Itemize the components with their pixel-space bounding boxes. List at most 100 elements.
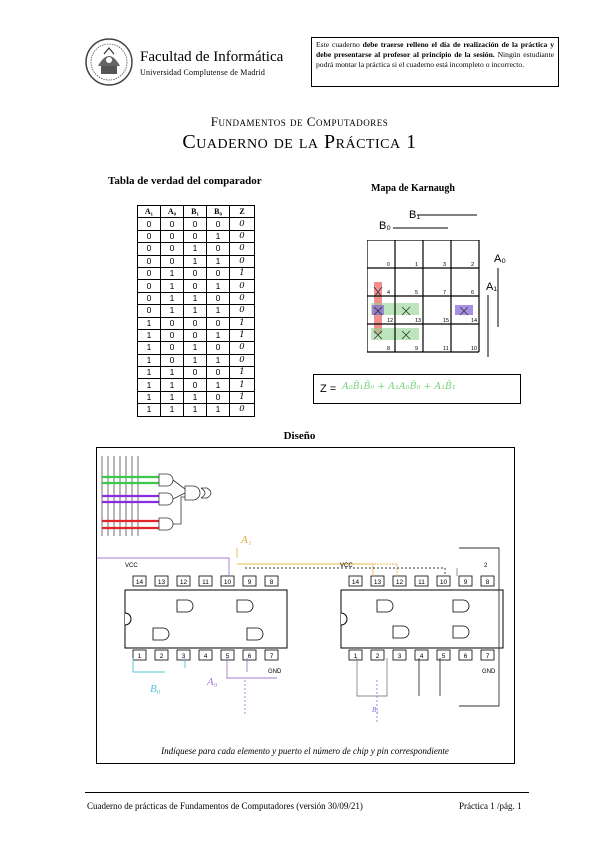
chip-pin-number: 8 <box>270 579 274 586</box>
group-purple-b <box>455 305 473 315</box>
z-expression: A₀B̄₁B̄₀ + A₁A₀B̄₀ + A₁B̄₁ <box>342 381 456 392</box>
chip-pin-number: 7 <box>486 653 490 660</box>
truth-z-cell: 1 <box>229 266 255 281</box>
chip-pin <box>348 575 363 587</box>
truth-cell: 0 <box>206 217 230 231</box>
truth-z-cell: 0 <box>229 217 255 231</box>
truth-cell: 1 <box>206 254 230 268</box>
kmap-cell-number: 14 <box>471 318 477 324</box>
truth-cell: 0 <box>160 353 184 368</box>
hand-label-b0: B₀ <box>150 683 161 695</box>
truth-cell: 1 <box>160 279 184 293</box>
truth-cell: 0 <box>206 242 230 256</box>
chip-pin <box>458 649 473 661</box>
truth-cell: 1 <box>137 353 161 368</box>
truth-cell: 0 <box>137 266 161 281</box>
truth-cell: 1 <box>160 291 184 306</box>
chip-pin-number: 8 <box>486 579 490 586</box>
chip-pin <box>480 649 495 661</box>
truth-cell: 1 <box>160 378 184 392</box>
label-b0: B₀ <box>379 220 391 232</box>
chip-pin-number: 11 <box>202 579 209 586</box>
chip-pin <box>392 649 407 661</box>
kmap-cell-number: 15 <box>443 318 449 324</box>
chip-pin-number: 6 <box>248 653 252 660</box>
kmap-cell-number: 12 <box>387 318 393 324</box>
chip-pin <box>370 575 385 587</box>
truth-cell: 0 <box>137 254 161 268</box>
vcc-label-2: VCC <box>340 563 353 569</box>
truth-cell: 1 <box>206 279 230 293</box>
truth-cell: 1 <box>137 390 161 405</box>
truth-cell: 1 <box>206 229 230 244</box>
truth-header-3: B₀ <box>206 204 230 219</box>
chip-pin <box>242 575 257 587</box>
truth-cell: 0 <box>183 328 207 343</box>
chip-pin-number: 9 <box>464 579 468 586</box>
truth-cell: 0 <box>206 316 230 330</box>
truth-cell: 1 <box>137 328 161 343</box>
chip-pin <box>436 575 451 587</box>
kmap-cell-number: 6 <box>471 290 474 296</box>
truth-cell: 0 <box>206 291 230 306</box>
truth-z-cell: 0 <box>229 242 255 256</box>
z-label: Z = <box>320 383 337 395</box>
truth-z-cell: 1 <box>229 378 255 392</box>
truth-header-2: B₁ <box>183 204 207 219</box>
chip-pin-number: 4 <box>420 653 424 660</box>
truth-z-cell: 0 <box>229 341 255 355</box>
truth-cell: 0 <box>183 378 207 392</box>
kmap-cell-number: 13 <box>415 318 421 324</box>
truth-cell: 0 <box>183 229 207 244</box>
chip-pin-number: 11 <box>418 579 425 586</box>
notice-prefix: Este cuaderno <box>316 40 363 49</box>
chip-pin <box>242 649 257 661</box>
truth-cell: 1 <box>160 403 184 417</box>
truth-cell: 1 <box>160 304 184 318</box>
chip-pin <box>220 649 235 661</box>
university-seal-logo <box>84 36 134 88</box>
truth-cell: 0 <box>206 266 230 281</box>
truth-cell: 0 <box>160 328 184 343</box>
chip-pin-number: 5 <box>226 653 230 660</box>
truth-cell: 0 <box>160 242 184 256</box>
truth-cell: 0 <box>137 279 161 293</box>
truth-cell: 0 <box>206 366 230 380</box>
truth-header-4: Z <box>229 204 255 219</box>
chip-pin <box>220 575 235 587</box>
truth-cell: 0 <box>160 341 184 355</box>
truth-cell: 1 <box>206 328 230 343</box>
truth-z-cell: 0 <box>229 291 255 306</box>
truth-cell: 0 <box>183 366 207 380</box>
kmap-cell-number: 11 <box>443 346 449 352</box>
truth-cell: 1 <box>206 353 230 368</box>
chip-pin-number: 12 <box>396 579 404 586</box>
chip-pin-number: 9 <box>248 579 252 586</box>
truth-z-cell: 0 <box>229 229 255 244</box>
chip-pin <box>264 575 279 587</box>
notice-suffix: Ningún estudiante podrá montar la prácti… <box>316 50 554 69</box>
faculty-name: Facultad de Informática <box>140 49 284 65</box>
truth-z-cell: 1 <box>229 390 255 405</box>
truth-z-cell: 0 <box>229 254 255 268</box>
truth-cell: 1 <box>137 341 161 355</box>
vcc-label-1: VCC <box>125 563 138 569</box>
truth-cell: 0 <box>160 217 184 231</box>
karnaugh-caption: Mapa de Karnaugh <box>371 183 455 194</box>
truth-cell: 0 <box>160 229 184 244</box>
chip-pin <box>132 575 147 587</box>
truth-cell: 1 <box>183 390 207 405</box>
truth-z-cell: 0 <box>229 353 255 368</box>
